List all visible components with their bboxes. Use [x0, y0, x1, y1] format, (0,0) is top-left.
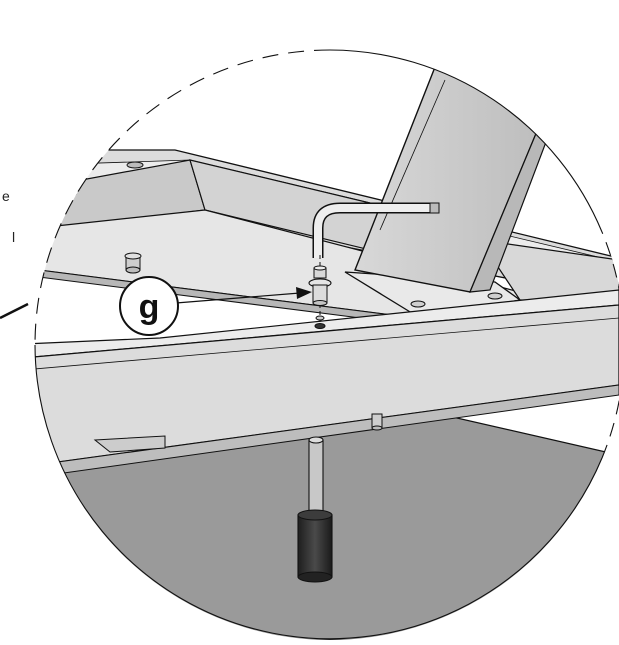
front-rail: [35, 289, 619, 483]
cropped-text-fragment: e: [2, 188, 10, 204]
allen-key: [312, 202, 440, 258]
callout-bubble-g: g: [119, 276, 179, 336]
screw-part-g: [308, 265, 332, 321]
callout-arrow: [175, 287, 312, 304]
right-rail: [478, 239, 619, 301]
mounting-hole: [314, 323, 326, 329]
detail-circle-border: [34, 49, 619, 640]
front-rail-stud: [371, 413, 383, 431]
leveling-foot: [297, 436, 333, 583]
cropped-text-fragment: l: [12, 229, 16, 245]
external-leader-line: [0, 302, 29, 320]
back-rail-stud: [124, 252, 142, 274]
callout-letter: g: [139, 288, 160, 326]
